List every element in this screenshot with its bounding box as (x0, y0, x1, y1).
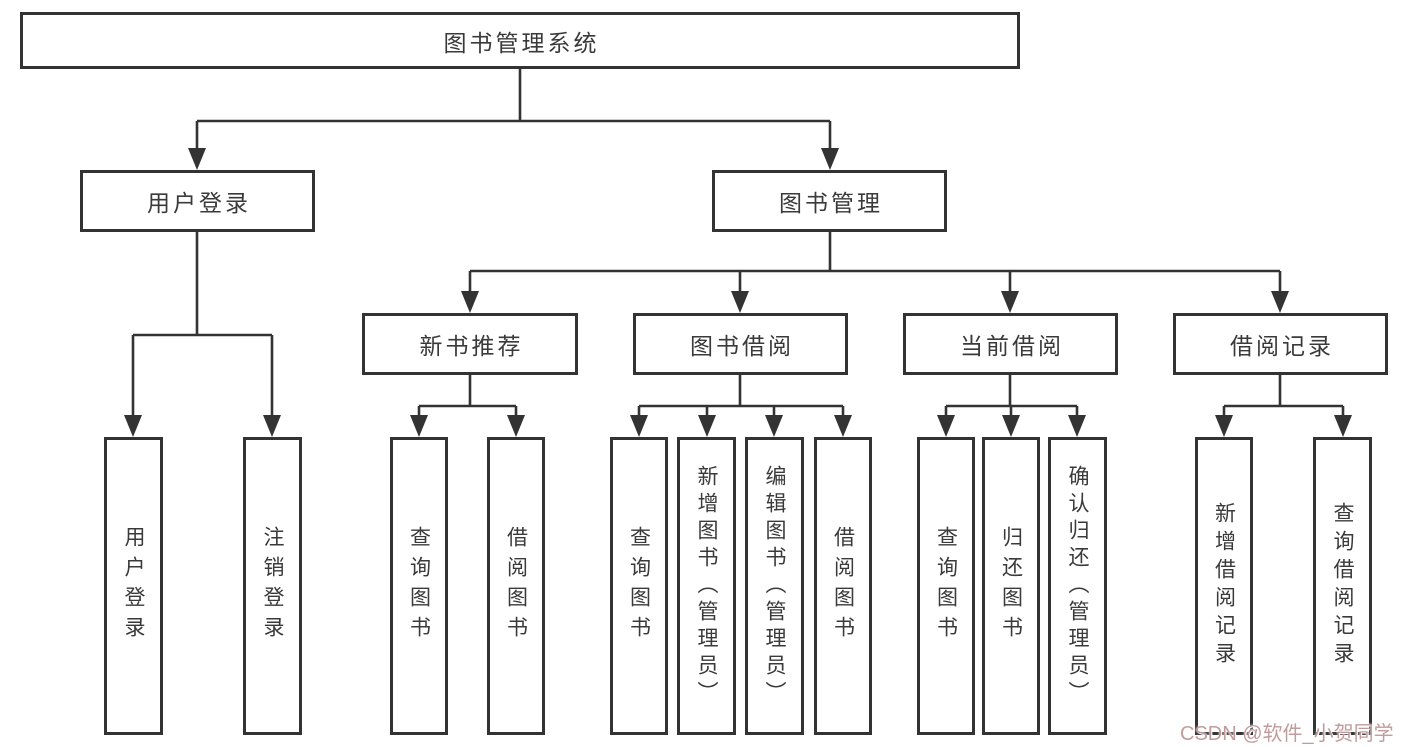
node-label: 借阅图书 (504, 526, 528, 646)
node-label: 新增图书（管理员） (695, 464, 718, 708)
node-leaf-edit-books-admin: 编辑图书（管理员） (745, 437, 804, 735)
node-leaf-add-books-admin: 新增图书（管理员） (677, 437, 736, 735)
node-leaf-borrow-books: 借阅图书 (487, 437, 545, 735)
node-label: 当前借阅 (960, 333, 1064, 359)
node-label: 图书管理系统 (443, 29, 600, 56)
csdn-watermark: CSDN @软件_小贺同学 (1180, 723, 1394, 745)
node-new-book-recommend: 新书推荐 (362, 313, 578, 375)
node-label: 注销登录 (261, 526, 284, 646)
node-user-login: 用户登录 (80, 170, 315, 232)
node-leaf-return-books: 归还图书 (982, 437, 1040, 735)
node-book-management: 图书管理 (712, 170, 947, 232)
node-leaf-query-books: 查询图书 (390, 437, 448, 735)
node-label: 编辑图书（管理员） (763, 464, 786, 708)
node-label: 借阅图书 (831, 526, 855, 646)
node-label: 归还图书 (999, 526, 1023, 646)
node-leaf-borrow-books-2: 借阅图书 (814, 437, 872, 735)
node-label: 查询图书 (407, 526, 431, 646)
node-leaf-query-borrow-record: 查询借阅记录 (1313, 437, 1372, 735)
node-leaf-add-borrow-record: 新增借阅记录 (1195, 437, 1253, 735)
node-borrow-record: 借阅记录 (1173, 313, 1388, 375)
node-leaf-query-books-2: 查询图书 (610, 437, 668, 735)
node-label: 图书借阅 (690, 333, 794, 359)
node-leaf-query-books-3: 查询图书 (917, 437, 975, 735)
node-label: 新书推荐 (419, 333, 524, 359)
node-current-borrow: 当前借阅 (903, 313, 1118, 375)
node-label: 查询借阅记录 (1331, 502, 1354, 670)
node-root-library-system: 图书管理系统 (20, 12, 1020, 69)
node-label: 新增借阅记录 (1212, 502, 1236, 670)
node-label: 用户登录 (122, 526, 145, 646)
node-leaf-confirm-return-admin: 确认归还（管理员） (1048, 437, 1107, 735)
node-label: 查询图书 (934, 526, 958, 646)
node-label: 用户登录 (147, 190, 251, 216)
node-leaf-user-login: 用户登录 (104, 437, 163, 735)
node-label: 查询图书 (627, 526, 651, 646)
node-book-borrow: 图书借阅 (633, 313, 848, 375)
node-label: 借阅记录 (1230, 333, 1334, 359)
node-label: 图书管理 (779, 190, 883, 216)
node-label: 确认归还（管理员） (1066, 464, 1089, 708)
node-leaf-logout: 注销登录 (243, 437, 302, 735)
